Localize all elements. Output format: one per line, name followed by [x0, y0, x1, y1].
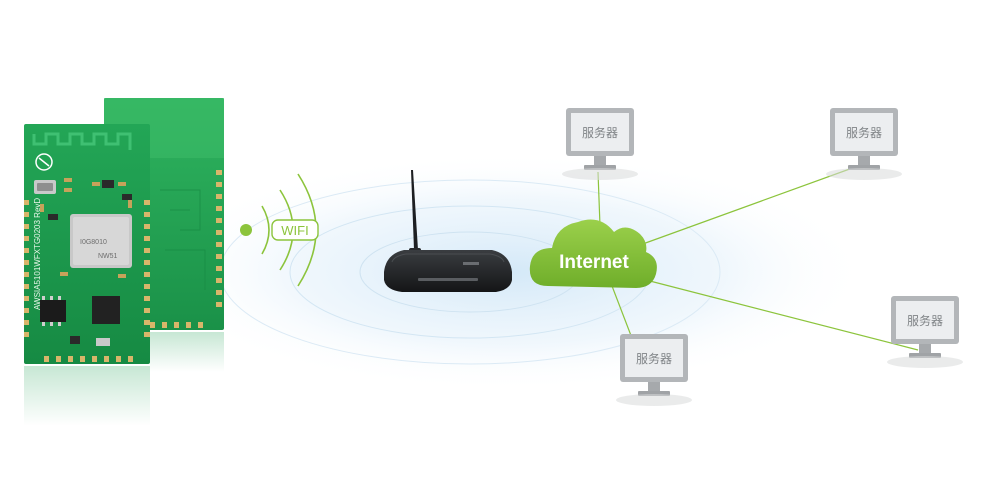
server-right-label: 服务器	[907, 313, 943, 328]
server-top-right-label: 服务器	[846, 125, 882, 140]
server-top-right: 服务器	[826, 108, 902, 180]
pcb-marking: AWSIA5101WFXTG0203 RevD	[33, 198, 42, 310]
wifi-signal-icon: WIFI	[240, 173, 319, 287]
chip-marking-1: I0G8010	[80, 239, 107, 246]
internet-cloud-icon: Internet	[529, 219, 657, 288]
server-bottom-label: 服务器	[636, 351, 672, 366]
server-bottom: 服务器	[616, 334, 692, 406]
server-right: 服务器	[887, 296, 963, 368]
link-server-right	[645, 279, 919, 351]
server-top: 服务器	[562, 108, 638, 180]
router-icon	[384, 170, 512, 292]
server-top-label: 服务器	[582, 125, 618, 140]
wifi-label: WIFI	[281, 223, 308, 238]
chip-marking-2: NW51	[98, 253, 118, 260]
internet-label: Internet	[559, 252, 629, 273]
wifi-module-icon: I0G8010 NW51 AWSIA5101WFXTG0203 RevD	[24, 98, 224, 426]
link-server-top-right	[639, 165, 859, 246]
link-server-top	[597, 171, 601, 227]
